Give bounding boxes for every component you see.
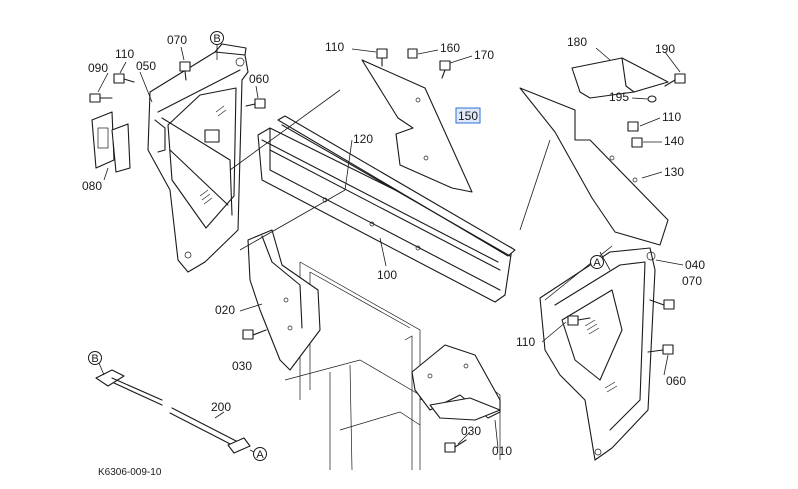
callout-130: 130 bbox=[664, 165, 684, 179]
bolt-110-mid-icon bbox=[376, 48, 388, 67]
callout-070-right: 070 bbox=[682, 274, 702, 288]
callout-200: 200 bbox=[211, 400, 231, 414]
callout-170: 170 bbox=[474, 48, 494, 62]
bracket-020 bbox=[247, 229, 321, 371]
callout-labels: 070 110 090 050 060 080 110 160 170 150 … bbox=[82, 33, 705, 458]
callout-010: 010 bbox=[492, 444, 512, 458]
callout-050: 050 bbox=[136, 59, 156, 73]
callout-140: 140 bbox=[664, 134, 684, 148]
leader-lines bbox=[97, 46, 684, 449]
left-side-panel bbox=[147, 43, 249, 273]
svg-text:B: B bbox=[213, 33, 220, 45]
cover-180 bbox=[571, 57, 669, 99]
callout-195: 195 bbox=[609, 90, 629, 104]
bolt-090-icon bbox=[89, 93, 113, 103]
connection-marker-a-right: A bbox=[590, 255, 604, 269]
nut-160-icon bbox=[407, 48, 418, 59]
svg-text:A: A bbox=[593, 257, 601, 269]
bracket-010 bbox=[411, 344, 501, 421]
svg-text:B: B bbox=[91, 353, 98, 365]
bolt-060-right-icon bbox=[647, 344, 674, 355]
right-plate-130 bbox=[519, 87, 669, 246]
bolt-110-right-icon bbox=[627, 121, 639, 132]
callout-110-right: 110 bbox=[662, 110, 681, 124]
callout-080: 080 bbox=[82, 179, 102, 193]
bolt-070-top-icon bbox=[179, 61, 191, 81]
highlight-box-150 bbox=[455, 107, 481, 124]
callout-110-left: 110 bbox=[115, 47, 134, 61]
callout-150[interactable]: 150 bbox=[458, 109, 478, 123]
callout-180: 180 bbox=[567, 35, 587, 49]
bolt-110-lower-icon bbox=[567, 315, 591, 326]
callout-100: 100 bbox=[377, 268, 397, 282]
cross-member-100 bbox=[257, 127, 513, 303]
bolt-030-bottom-icon bbox=[444, 439, 467, 453]
callout-160: 160 bbox=[440, 41, 460, 55]
callout-070-top: 070 bbox=[167, 33, 187, 47]
callout-060-top: 060 bbox=[249, 72, 269, 86]
callout-090: 090 bbox=[88, 61, 108, 75]
callout-020: 020 bbox=[215, 303, 235, 317]
connection-marker-b-top: B bbox=[210, 31, 224, 60]
bracket-080 bbox=[91, 111, 131, 173]
callout-110-lower: 110 bbox=[516, 335, 535, 349]
figure-code: K6306-009-10 bbox=[98, 467, 162, 478]
connection-marker-b-rod: B bbox=[88, 351, 105, 376]
bolt-070-right-icon bbox=[649, 299, 675, 310]
callout-110-mid: 110 bbox=[325, 40, 344, 54]
callout-120: 120 bbox=[353, 132, 373, 146]
bolt-140-icon bbox=[631, 137, 643, 148]
callout-040: 040 bbox=[685, 258, 705, 272]
bolt-060-top-icon bbox=[245, 98, 266, 109]
strip-120 bbox=[277, 115, 516, 257]
bolt-190-icon bbox=[664, 73, 686, 87]
bolt-110-left-icon bbox=[113, 73, 135, 84]
callout-030-bottom: 030 bbox=[461, 424, 481, 438]
svg-text:A: A bbox=[256, 449, 264, 461]
bolt-030-left-icon bbox=[242, 329, 267, 340]
center-plate-150 bbox=[361, 59, 473, 193]
callout-060-right: 060 bbox=[666, 374, 686, 388]
bolt-170-icon bbox=[439, 60, 451, 79]
washer-195-icon bbox=[647, 95, 657, 103]
right-side-panel bbox=[539, 247, 656, 461]
rod-200 bbox=[95, 369, 251, 454]
connection-marker-a-rod: A bbox=[249, 447, 267, 461]
callout-030-left: 030 bbox=[232, 359, 252, 373]
callout-190: 190 bbox=[655, 42, 675, 56]
